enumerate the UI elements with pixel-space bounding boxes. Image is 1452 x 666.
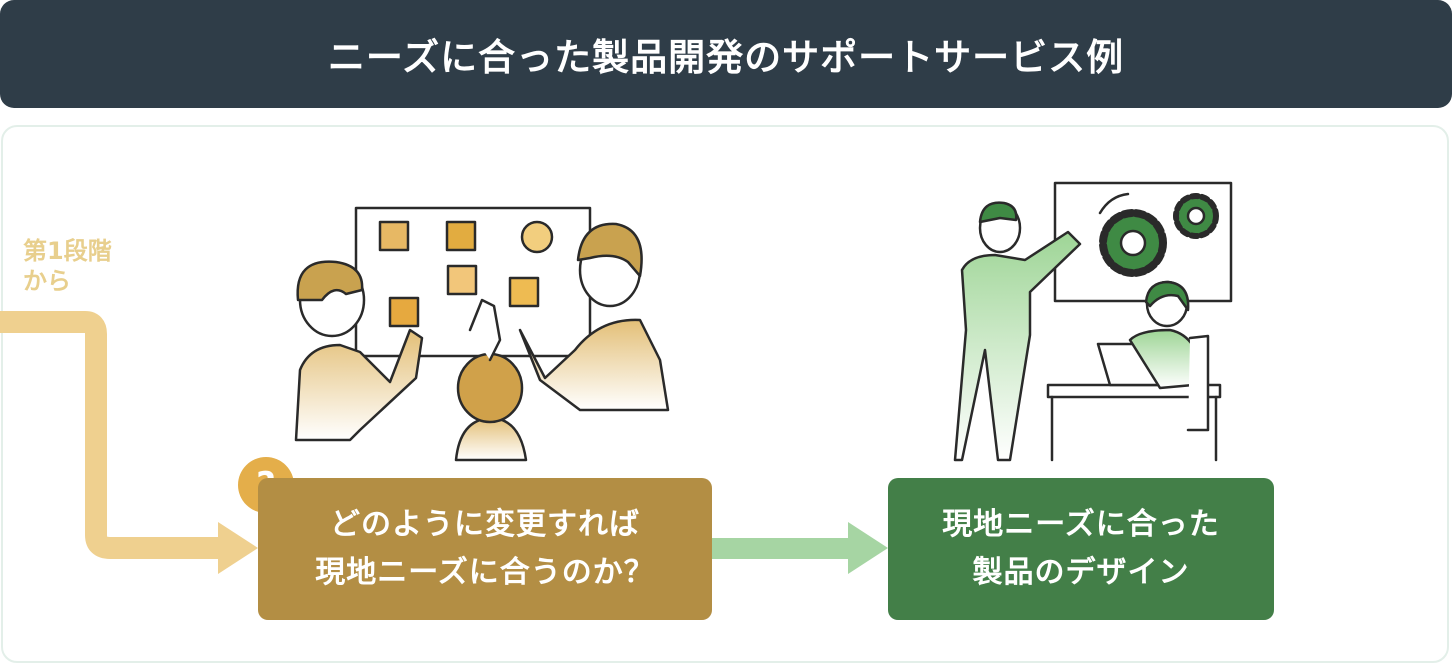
middle-arrow-shaft xyxy=(712,538,852,559)
arrow-curve-icon xyxy=(1098,192,1130,215)
person-left-hair xyxy=(296,260,364,302)
person-right-body xyxy=(518,318,670,412)
person-left-body xyxy=(294,328,424,442)
person-middle-body xyxy=(454,416,528,462)
start-stage-label: 第1段階 から xyxy=(23,237,112,295)
sticky-note xyxy=(520,220,554,254)
person-middle-head xyxy=(456,352,524,424)
chair xyxy=(1186,334,1210,432)
sticky-note xyxy=(378,220,410,252)
presenter-hair xyxy=(978,201,1018,224)
question-box: どのように変更すれば 現地ニーズに合うのか？ xyxy=(258,478,712,620)
person-middle-arm xyxy=(468,298,502,362)
sticky-note xyxy=(508,276,540,308)
person-right-hair xyxy=(576,222,643,278)
sticky-note xyxy=(446,264,478,296)
page-title: ニーズに合った製品開発のサポートサービス例 xyxy=(327,36,1125,79)
header-bar: ニーズに合った製品開発のサポートサービス例 xyxy=(0,0,1452,108)
presentation-illustration xyxy=(953,181,1233,462)
result-box: 現地ニーズに合った 製品のデザイン xyxy=(888,478,1274,620)
seated-woman-hair xyxy=(1144,280,1190,312)
start-path-arrow xyxy=(0,311,222,559)
presenter-body xyxy=(953,230,1082,462)
middle-arrow-head xyxy=(848,522,888,574)
brainstorm-illustration xyxy=(294,206,670,462)
sticky-note xyxy=(445,220,477,252)
start-arrow-head xyxy=(218,522,258,574)
sticky-note xyxy=(388,296,420,328)
